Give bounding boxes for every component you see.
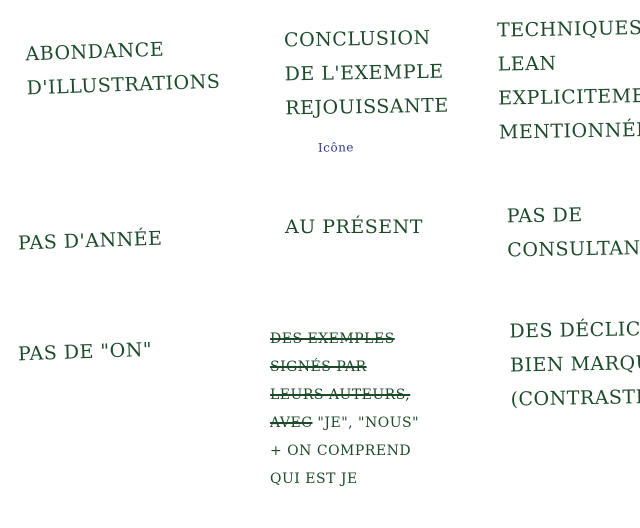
note-declics-marques: DES DÉCLICS BIEN MARQUÉS (CONTRASTE) (509, 312, 640, 417)
note-techniques-lean: TECHNIQUES LEAN EXPLICITEMENT MENTIONNÉE… (497, 10, 640, 149)
note-line-je-nous: AVEC "JE", "NOUS" (270, 409, 419, 437)
crossed-out-word: AVEC (270, 415, 313, 431)
note-line: D'ILLUSTRATIONS (26, 70, 221, 100)
note-line: BIEN MARQUÉS (509, 351, 640, 377)
crossed-out-line: SIGNÉS PAR (270, 359, 367, 375)
crossed-out-line: DES EXEMPLES (270, 331, 395, 347)
note-line: LEAN (497, 52, 557, 76)
note-line: TECHNIQUES (496, 17, 640, 42)
note-line: (CONTRASTE) (510, 385, 640, 411)
note-abondance-illustrations: ABONDANCE D'ILLUSTRATIONS (25, 31, 221, 106)
note-line: CONSULTANTS (507, 236, 640, 262)
note-line: AU PRÉSENT (285, 216, 423, 238)
note-au-present: AU PRÉSENT (285, 210, 423, 244)
annotation-icone: Icône (317, 140, 355, 155)
note-line: PAS DE (506, 204, 583, 228)
note-line: + ON COMPREND (270, 443, 412, 459)
note-line: CONCLUSION (283, 26, 431, 52)
crossed-out-line: LEURS AUTEURS, (270, 387, 411, 403)
note-line: EXPLICITEMENT (498, 84, 640, 110)
je-nous-text: "JE", "NOUS" (312, 415, 420, 431)
note-line: PAS DE "ON" (17, 338, 153, 366)
note-conclusion-exemple: CONCLUSION DE L'EXEMPLE REJOUISSANTE Icô… (284, 21, 450, 166)
note-line: DES DÉCLICS (509, 317, 640, 343)
note-exemples-signes: DES EXEMPLES SIGNÉS PAR LEURS AUTEURS, A… (270, 325, 419, 493)
note-line: DE L'EXEMPLE (284, 60, 444, 86)
note-pas-annee: PAS D'ANNÉE (17, 221, 163, 260)
note-line: REJOUISSANTE (285, 94, 449, 120)
note-line: QUI EST JE (270, 471, 358, 487)
note-pas-consultants: PAS DE CONSULTANTS (506, 197, 640, 268)
note-line: MENTIONNÉES (498, 118, 640, 144)
note-pas-de-on: PAS DE "ON" (17, 333, 153, 372)
note-line: PAS D'ANNÉE (17, 227, 163, 255)
